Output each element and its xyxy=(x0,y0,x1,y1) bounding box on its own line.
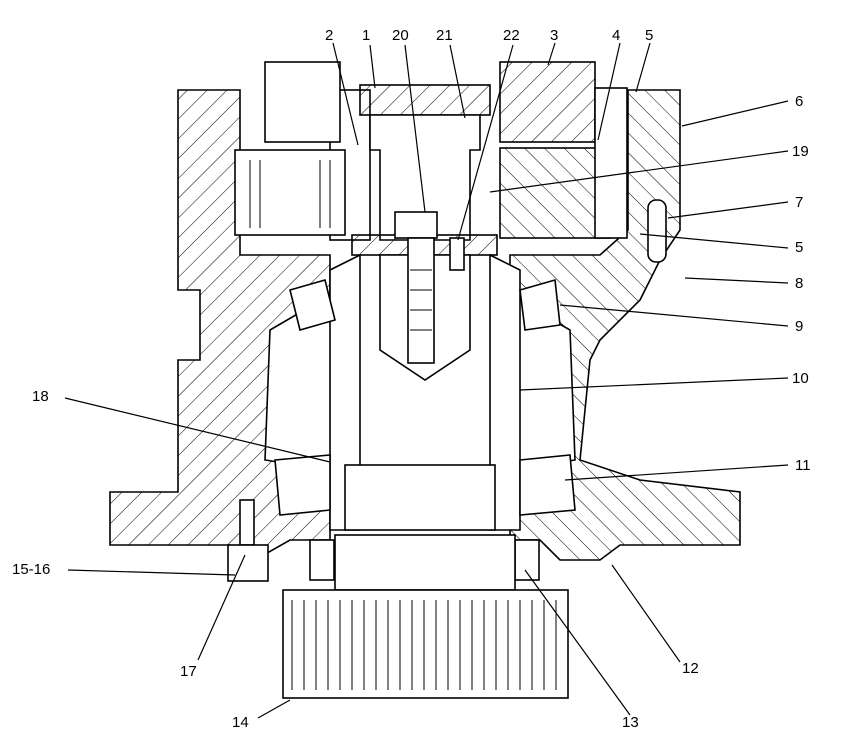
callout-11: 11 xyxy=(795,457,811,474)
bearing-lower-right xyxy=(519,454,576,516)
callout-labels: 1 2 3 4 5 5 6 7 8 9 10 11 12 13 14 15-16… xyxy=(12,27,811,731)
central-shaft xyxy=(351,84,498,381)
callout-21: 21 xyxy=(436,27,453,44)
callout-15-16: 15-16 xyxy=(12,561,50,578)
callout-8: 8 xyxy=(795,275,803,292)
bearing-upper-left xyxy=(289,279,336,331)
callout-5-side: 5 xyxy=(795,239,803,256)
callout-1: 1 xyxy=(362,27,370,44)
dowel-pin xyxy=(647,199,667,263)
callout-14: 14 xyxy=(232,714,249,731)
hub xyxy=(329,253,521,531)
callout-3: 3 xyxy=(550,27,558,44)
callout-12: 12 xyxy=(682,660,699,677)
callout-4: 4 xyxy=(612,27,620,44)
callout-9: 9 xyxy=(795,318,803,335)
callout-2: 2 xyxy=(325,27,333,44)
callout-7: 7 xyxy=(795,194,803,211)
callout-13: 13 xyxy=(622,714,639,731)
seal-left xyxy=(309,539,335,581)
bearing-upper-right xyxy=(519,278,561,331)
leader-lines xyxy=(64,42,789,719)
callout-17: 17 xyxy=(180,663,197,680)
callout-6: 6 xyxy=(795,93,803,110)
bearing-lower-left xyxy=(274,454,331,516)
output-pinion xyxy=(282,534,569,699)
callout-19: 19 xyxy=(792,143,809,160)
callout-5-top: 5 xyxy=(645,27,653,44)
callout-18: 18 xyxy=(32,388,49,405)
callout-22: 22 xyxy=(503,27,520,44)
planet-gear xyxy=(234,61,346,236)
seal-right xyxy=(514,539,540,581)
callout-20: 20 xyxy=(392,27,409,44)
callout-10: 10 xyxy=(792,370,809,387)
